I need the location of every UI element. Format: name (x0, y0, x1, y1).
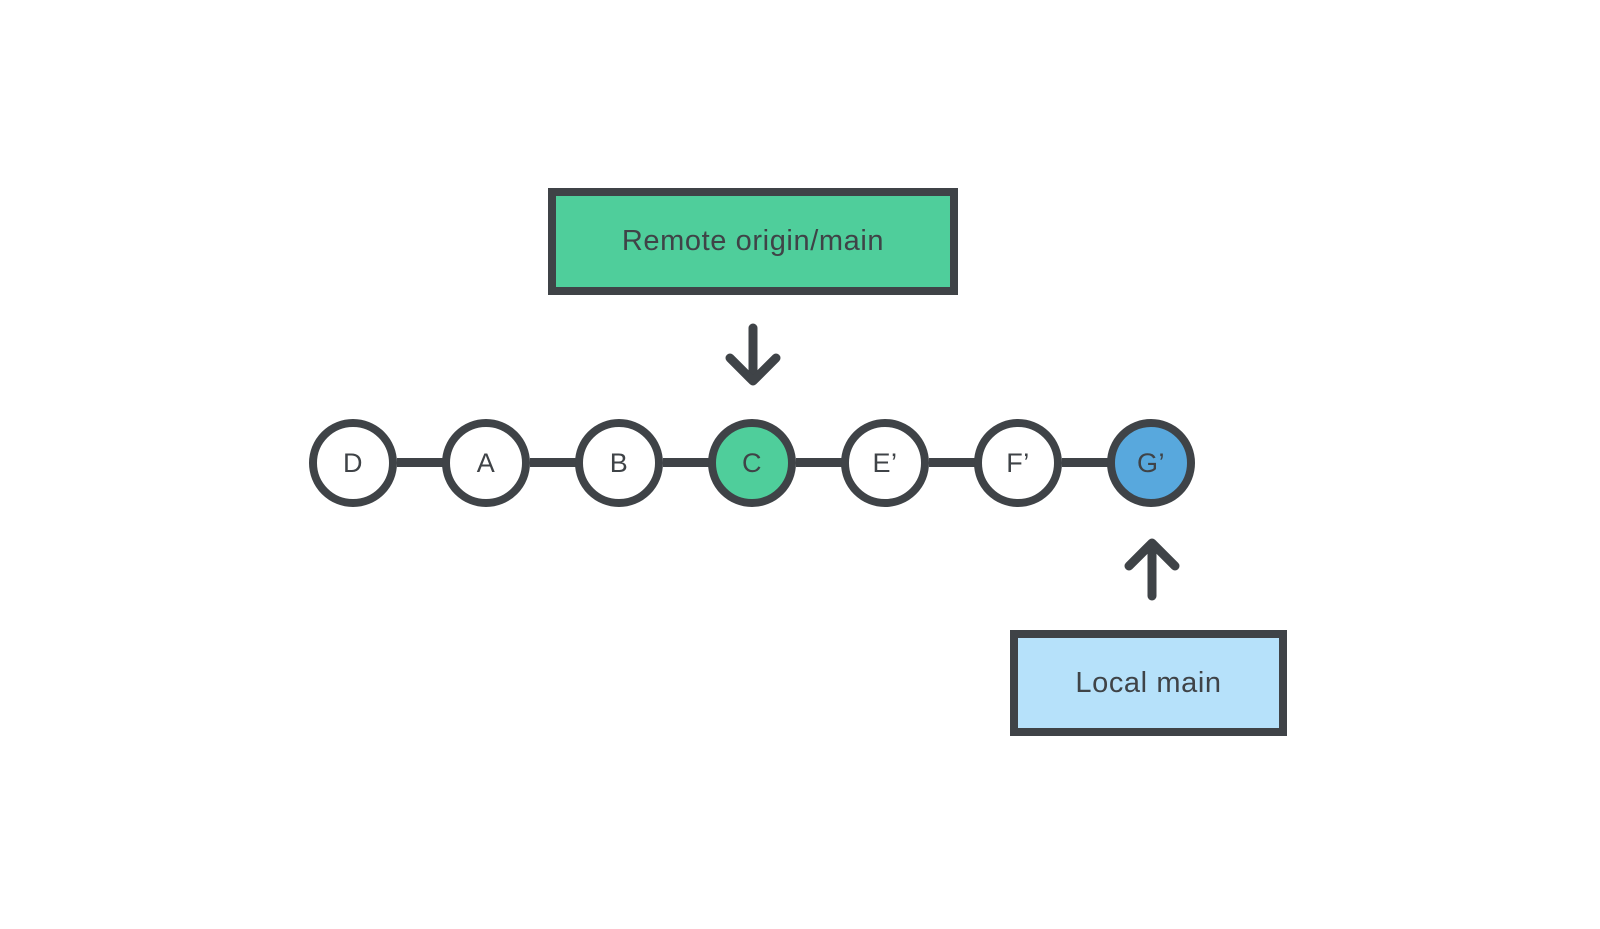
remote-branch-label-box: Remote origin/main (548, 188, 958, 295)
commit-label: E’ (872, 447, 898, 478)
commit-connector (796, 458, 843, 467)
remote-branch-label: Remote origin/main (621, 225, 885, 257)
commit-label: B (609, 447, 629, 478)
arrow-up-icon (1124, 538, 1180, 601)
commit-node-a: A (442, 419, 530, 507)
commit-label: G’ (1137, 447, 1165, 478)
commit-connector (397, 458, 444, 467)
local-branch-label: Local main (1075, 666, 1222, 699)
commit-node-e-prime: E’ (841, 419, 929, 507)
commit-connector (929, 458, 976, 467)
commit-connector (530, 458, 577, 467)
commit-label: A (476, 447, 496, 478)
arrow-down-icon (725, 323, 781, 386)
commit-node-d: D (309, 419, 397, 507)
commit-node-f-prime: F’ (974, 419, 1062, 507)
commit-connector (663, 458, 710, 467)
commit-node-c: C (708, 419, 796, 507)
commit-node-g-prime: G’ (1107, 419, 1195, 507)
commit-node-b: B (575, 419, 663, 507)
commit-label: C (742, 447, 762, 478)
local-branch-label-box: Local main (1010, 630, 1287, 736)
commit-label: F’ (1006, 447, 1030, 478)
commit-connector (1062, 458, 1109, 467)
commit-label: D (343, 447, 363, 478)
